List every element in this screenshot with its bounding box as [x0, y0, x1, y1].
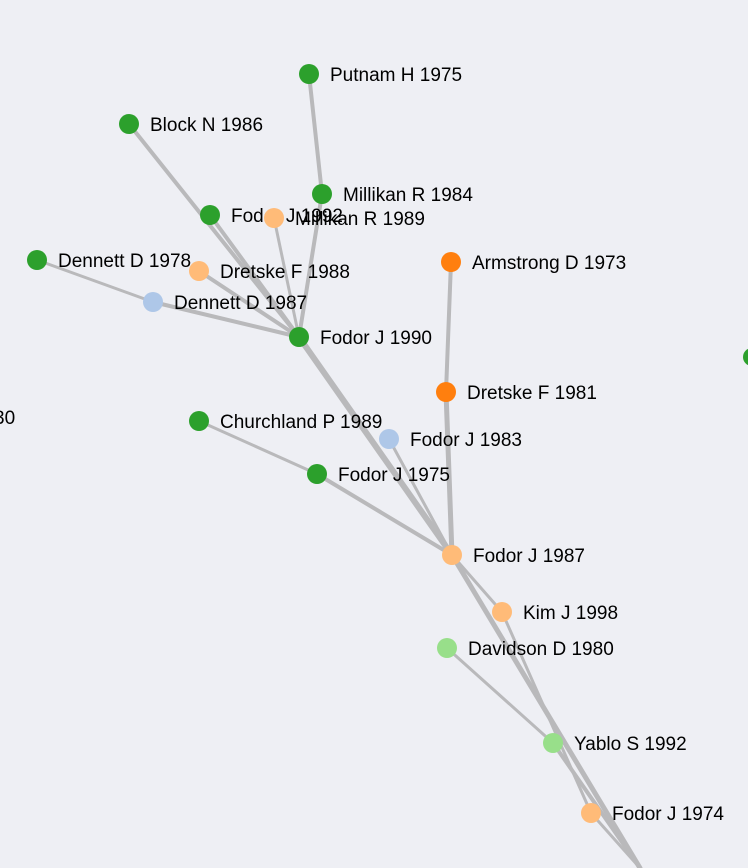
- node-dot-kim1998[interactable]: [492, 602, 512, 622]
- edge-fodor1990-fodor1987: [296, 334, 455, 558]
- node-fodor1983[interactable]: Fodor J 1983: [379, 429, 522, 451]
- node-fodor1992[interactable]: Fodor J 1992: [200, 205, 343, 227]
- node-label-fodor1990: Fodor J 1990: [320, 328, 432, 349]
- edge-dretske1988-fodor1990: [197, 269, 301, 339]
- node-dot-dretske1981[interactable]: [436, 382, 456, 402]
- node-fodor1975[interactable]: Fodor J 1975: [307, 464, 450, 486]
- node-fodor1987[interactable]: Fodor J 1987: [442, 545, 585, 567]
- node-label-dennett1987: Dennett D 1987: [174, 293, 307, 314]
- node-label-fodor1974: Fodor J 1974: [612, 804, 724, 825]
- node-label-fodor1975: Fodor J 1975: [338, 465, 450, 486]
- node-putnam1975[interactable]: Putnam H 1975: [299, 64, 462, 86]
- partial-node-label-left: 30: [0, 408, 15, 429]
- node-dot-yablo1992[interactable]: [543, 733, 563, 753]
- node-label-millikan1989: Millikan R 1989: [295, 209, 425, 230]
- node-label-fodor1992: Fodor J 1992: [231, 206, 343, 227]
- edge-millikan1989-fodor1990: [272, 216, 301, 339]
- edge-fodor1987-kim1998: [450, 553, 504, 614]
- node-churchland1989[interactable]: Churchland P 1989: [189, 411, 382, 433]
- node-label-fodor1983: Fodor J 1983: [410, 430, 522, 451]
- node-label-millikan1984: Millikan R 1984: [343, 185, 473, 206]
- node-label-kim1998: Kim J 1998: [523, 603, 618, 624]
- edges-layer: [35, 72, 643, 868]
- node-dot-dretske1988[interactable]: [189, 261, 209, 281]
- node-label-churchland1989: Churchland P 1989: [220, 412, 382, 433]
- edge-dennett1987-fodor1990: [151, 300, 301, 339]
- edge-fodor1992-fodor1990: [208, 213, 301, 339]
- node-davidson1980[interactable]: Davidson D 1980: [437, 638, 614, 660]
- node-dot-davidson1980[interactable]: [437, 638, 457, 658]
- node-dot-fodor1987[interactable]: [442, 545, 462, 565]
- node-label-dennett1978: Dennett D 1978: [58, 251, 191, 272]
- node-millikan1989[interactable]: Millikan R 1989: [264, 208, 425, 230]
- edge-fodor1983-fodor1987: [387, 437, 454, 557]
- node-block1986[interactable]: Block N 1986: [119, 114, 263, 136]
- node-dretske1988[interactable]: Dretske F 1988: [189, 261, 350, 283]
- node-dot-fodor1992[interactable]: [200, 205, 220, 225]
- node-dot-fodor1974[interactable]: [581, 803, 601, 823]
- node-dot-millikan1989[interactable]: [264, 208, 284, 228]
- edge-dretske1981-fodor1987: [443, 389, 455, 558]
- node-dot-fodor1975[interactable]: [307, 464, 327, 484]
- node-dot-block1986[interactable]: [119, 114, 139, 134]
- node-fodor1990[interactable]: Fodor J 1990: [289, 327, 432, 349]
- node-label-yablo1992: Yablo S 1992: [574, 734, 687, 755]
- edge-armstrong1973-dretske1981: [444, 260, 453, 394]
- node-label-fodor1987: Fodor J 1987: [473, 546, 585, 567]
- node-dot-putnam1975[interactable]: [299, 64, 319, 84]
- node-millikan1984[interactable]: Millikan R 1984: [312, 184, 473, 206]
- node-label-putnam1975: Putnam H 1975: [330, 65, 462, 86]
- node-dot-armstrong1973[interactable]: [441, 252, 461, 272]
- edge-fodor1975-fodor1987: [315, 472, 454, 557]
- edge-dennett1978-dennett1987: [35, 258, 155, 304]
- node-dot-dennett1987[interactable]: [143, 292, 163, 312]
- edge-fodor1974-offscreen: [589, 811, 642, 868]
- node-fodor1974[interactable]: Fodor J 1974: [581, 803, 724, 825]
- node-kim1998[interactable]: Kim J 1998: [492, 602, 618, 624]
- node-dennett1978[interactable]: Dennett D 1978: [27, 250, 191, 272]
- node-label-davidson1980: Davidson D 1980: [468, 639, 614, 660]
- node-dot-churchland1989[interactable]: [189, 411, 209, 431]
- node-label-dretske1981: Dretske F 1981: [467, 383, 597, 404]
- node-label-armstrong1973: Armstrong D 1973: [472, 253, 626, 274]
- edge-davidson1980-yablo1992: [445, 646, 555, 745]
- node-dretske1981[interactable]: Dretske F 1981: [436, 382, 597, 404]
- edge-putnam1975-millikan1984: [307, 72, 324, 196]
- node-yablo1992[interactable]: Yablo S 1992: [543, 733, 687, 755]
- edge-millikan1984-fodor1990: [297, 192, 324, 339]
- node-armstrong1973[interactable]: Armstrong D 1973: [441, 252, 626, 274]
- edge-churchland1989-fodor1975: [197, 419, 319, 476]
- node-dot-fodor1983[interactable]: [379, 429, 399, 449]
- node-dot-dennett1978[interactable]: [27, 250, 47, 270]
- node-dot-millikan1984[interactable]: [312, 184, 332, 204]
- node-dennett1987[interactable]: Dennett D 1987: [143, 292, 307, 314]
- partial-node-right[interactable]: [743, 348, 748, 366]
- node-label-block1986: Block N 1986: [150, 115, 263, 136]
- node-dot-fodor1990[interactable]: [289, 327, 309, 347]
- node-label-dretske1988: Dretske F 1988: [220, 262, 350, 283]
